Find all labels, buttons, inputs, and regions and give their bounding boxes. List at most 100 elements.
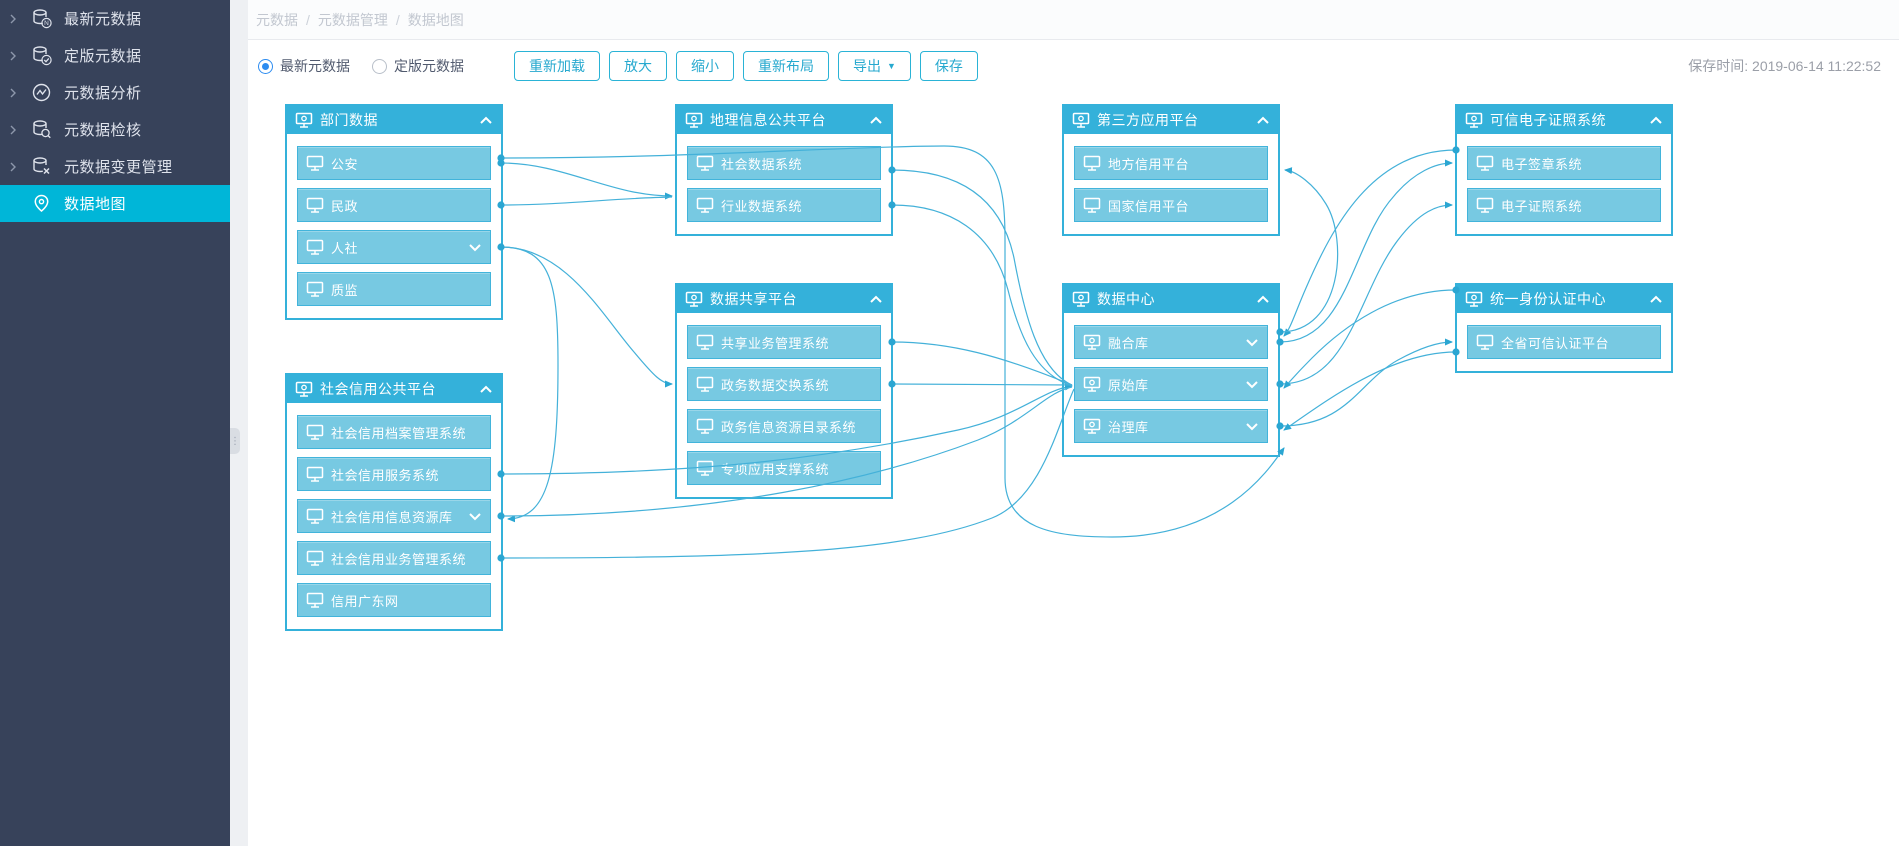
group-header-department-data[interactable]: 部门数据	[287, 106, 501, 134]
node-item[interactable]: 治理库	[1074, 409, 1268, 443]
chevron-up-icon[interactable]	[869, 295, 883, 304]
group-header-geo-info-platform[interactable]: 地理信息公共平台	[677, 106, 891, 134]
breadcrumb-separator: /	[395, 11, 400, 28]
group-header-unified-identity-center[interactable]: 统一身份认证中心	[1457, 285, 1671, 313]
group-social-credit-platform: 社会信用公共平台社会信用档案管理系统社会信用服务系统社会信用信息资源库社会信用业…	[285, 373, 503, 631]
radio-circle-icon	[372, 58, 387, 74]
group-header-trusted-cert-system[interactable]: 可信电子证照系统	[1457, 106, 1671, 134]
connection-edge	[500, 246, 673, 388]
group-header-data-sharing-platform[interactable]: 数据共享平台	[677, 285, 891, 313]
monitor-icon	[306, 424, 324, 441]
radio-label: 最新元数据	[280, 58, 350, 74]
chevron-up-icon[interactable]	[869, 116, 883, 125]
export-button[interactable]: 导出▼	[838, 51, 911, 81]
connection-edge	[1279, 159, 1453, 343]
node-item[interactable]: 社会数据系统	[687, 146, 881, 180]
node-item[interactable]: 质监	[297, 272, 491, 306]
save-button[interactable]: 保存	[919, 51, 978, 81]
monitor-icon	[1083, 155, 1101, 172]
group-header-third-party-platform[interactable]: 第三方应用平台	[1064, 106, 1278, 134]
sidebar-item-fixed-metadata[interactable]: 定版元数据	[0, 37, 230, 74]
group-header-data-center[interactable]: 数据中心	[1064, 285, 1278, 313]
group-trusted-cert-system: 可信电子证照系统电子签章系统电子证照系统	[1455, 104, 1673, 236]
chevron-down-icon[interactable]	[1245, 422, 1259, 431]
sidebar-item-data-map[interactable]: 数据地图	[0, 185, 230, 222]
caret-down-icon: ▼	[887, 61, 896, 71]
reload-button[interactable]: 重新加载	[514, 51, 600, 81]
breadcrumb-item[interactable]: 元数据	[256, 11, 298, 28]
radio-label: 定版元数据	[394, 58, 464, 74]
sidebar-item-metadata-check[interactable]: 元数据检核	[0, 111, 230, 148]
breadcrumb-item[interactable]: 数据地图	[407, 11, 464, 28]
node-item[interactable]: 社会信用档案管理系统	[297, 415, 491, 449]
connection-edge	[500, 196, 673, 206]
group-header-social-credit-platform[interactable]: 社会信用公共平台	[287, 375, 501, 403]
node-item[interactable]: 政务信息资源目录系统	[687, 409, 881, 443]
chevron-down-icon[interactable]	[1245, 380, 1259, 389]
node-item[interactable]: 全省可信认证平台	[1467, 325, 1661, 359]
radio-option[interactable]: 定版元数据	[372, 56, 464, 76]
monitor-icon	[306, 550, 324, 567]
button-label: 重新加载	[529, 58, 585, 74]
panel-collapse-handle[interactable]: ⋮	[230, 428, 240, 454]
group-body-unified-identity-center: 全省可信认证平台	[1457, 313, 1671, 371]
node-item[interactable]: 融合库	[1074, 325, 1268, 359]
node-item[interactable]: 公安	[297, 146, 491, 180]
group-third-party-platform: 第三方应用平台地方信用平台国家信用平台	[1062, 104, 1280, 236]
node-item[interactable]: 专项应用支撑系统	[687, 451, 881, 485]
node-item[interactable]: 共享业务管理系统	[687, 325, 881, 359]
node-item[interactable]: 民政	[297, 188, 491, 222]
button-label: 保存	[934, 58, 963, 74]
node-item[interactable]: 行业数据系统	[687, 188, 881, 222]
relayout-button[interactable]: 重新布局	[743, 51, 829, 81]
node-item[interactable]: 电子证照系统	[1467, 188, 1661, 222]
chevron-up-icon[interactable]	[479, 385, 493, 394]
node-item[interactable]: 社会信用服务系统	[297, 457, 491, 491]
group-title: 部门数据	[320, 112, 378, 128]
sidebar-item-metadata-analysis[interactable]: 元数据分析	[0, 74, 230, 111]
group-monitor-icon	[295, 112, 313, 129]
breadcrumb-item[interactable]: 元数据管理	[317, 11, 388, 28]
node-item[interactable]: 地方信用平台	[1074, 146, 1268, 180]
chevron-up-icon[interactable]	[1649, 116, 1663, 125]
node-item[interactable]: 社会信用业务管理系统	[297, 541, 491, 575]
node-item[interactable]: 信用广东网	[297, 583, 491, 617]
connection-edge	[1283, 149, 1457, 337]
node-label: 共享业务管理系统	[721, 335, 830, 351]
map-icon	[26, 193, 56, 214]
node-item[interactable]: 电子签章系统	[1467, 146, 1661, 180]
group-body-data-sharing-platform: 共享业务管理系统政务数据交换系统政务信息资源目录系统专项应用支撑系统	[677, 313, 891, 497]
radio-circle-icon	[258, 58, 273, 74]
node-item[interactable]: 原始库	[1074, 367, 1268, 401]
zoom-out-button[interactable]: 缩小	[676, 51, 734, 81]
zoom-in-button[interactable]: 放大	[609, 51, 667, 81]
chevron-up-icon[interactable]	[479, 116, 493, 125]
node-item[interactable]: 政务数据交换系统	[687, 367, 881, 401]
chevron-right-icon	[0, 161, 26, 173]
monitor-icon	[696, 418, 714, 435]
chevron-up-icon[interactable]	[1256, 295, 1270, 304]
node-label: 信用广东网	[331, 593, 399, 609]
node-item[interactable]: 社会信用信息资源库	[297, 499, 491, 533]
chevron-down-icon[interactable]	[1245, 338, 1259, 347]
button-label: 重新布局	[758, 58, 814, 74]
group-unified-identity-center: 统一身份认证中心全省可信认证平台	[1455, 283, 1673, 373]
group-monitor-icon	[1072, 291, 1090, 308]
monitor-icon	[696, 197, 714, 214]
chevron-down-icon[interactable]	[468, 512, 482, 521]
monitor-icon	[1476, 197, 1494, 214]
monitor-icon	[306, 197, 324, 214]
chevron-up-icon[interactable]	[1649, 295, 1663, 304]
chevron-up-icon[interactable]	[1256, 116, 1270, 125]
monitor-icon	[696, 155, 714, 172]
sidebar-item-metadata-change[interactable]: 元数据变更管理	[0, 148, 230, 185]
radio-selected[interactable]: 最新元数据	[258, 56, 350, 76]
node-label: 社会信用信息资源库	[331, 509, 453, 525]
monitor-icon	[306, 155, 324, 172]
node-label: 社会信用服务系统	[331, 467, 440, 483]
node-item[interactable]: 国家信用平台	[1074, 188, 1268, 222]
chevron-down-icon[interactable]	[468, 243, 482, 252]
group-monitor-icon	[1072, 112, 1090, 129]
node-item[interactable]: 人社	[297, 230, 491, 264]
